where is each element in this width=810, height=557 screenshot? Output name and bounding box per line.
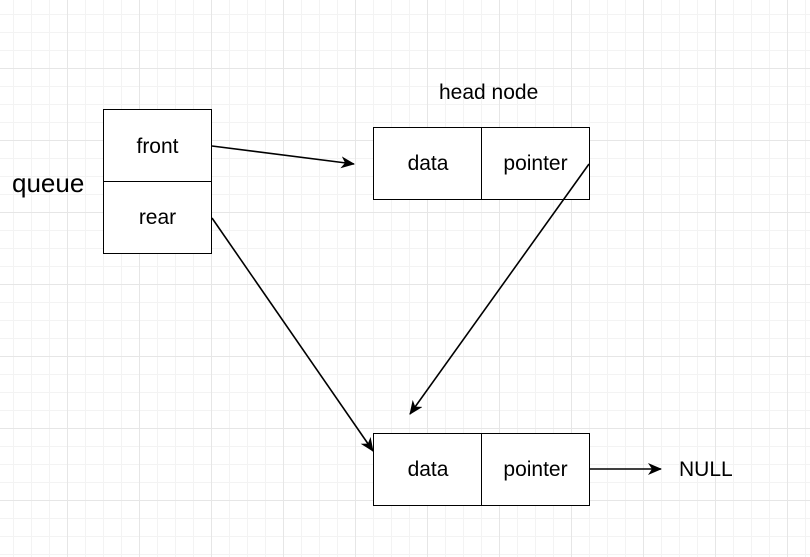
queue-rear-cell[interactable]: rear xyxy=(103,181,212,254)
queue-front-cell[interactable]: front xyxy=(103,109,212,183)
rear-to-tail-arrow xyxy=(211,217,374,452)
head-pointer-to-tail-arrow xyxy=(409,163,590,415)
queue-label: queue xyxy=(12,168,85,198)
tail-node-pointer-cell[interactable]: pointer xyxy=(481,433,590,506)
null-label: NULL xyxy=(679,458,733,481)
head-node-caption: head node xyxy=(439,81,539,104)
head-node-data-cell[interactable]: data xyxy=(373,127,483,200)
tail-node-data-cell[interactable]: data xyxy=(373,433,483,506)
front-to-head-arrow xyxy=(211,145,355,169)
